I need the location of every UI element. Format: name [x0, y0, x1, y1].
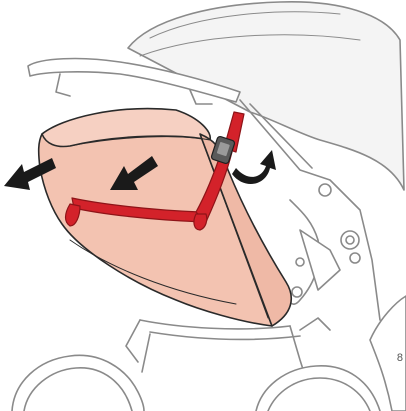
figure-number-label: 8 [397, 352, 403, 364]
fold-mechanism [288, 184, 360, 304]
front-wheel [12, 355, 144, 411]
rear-wheel [256, 366, 380, 411]
rotate-arrow-curved [232, 150, 276, 184]
strap-buckle [211, 136, 236, 164]
wheels [12, 296, 406, 411]
